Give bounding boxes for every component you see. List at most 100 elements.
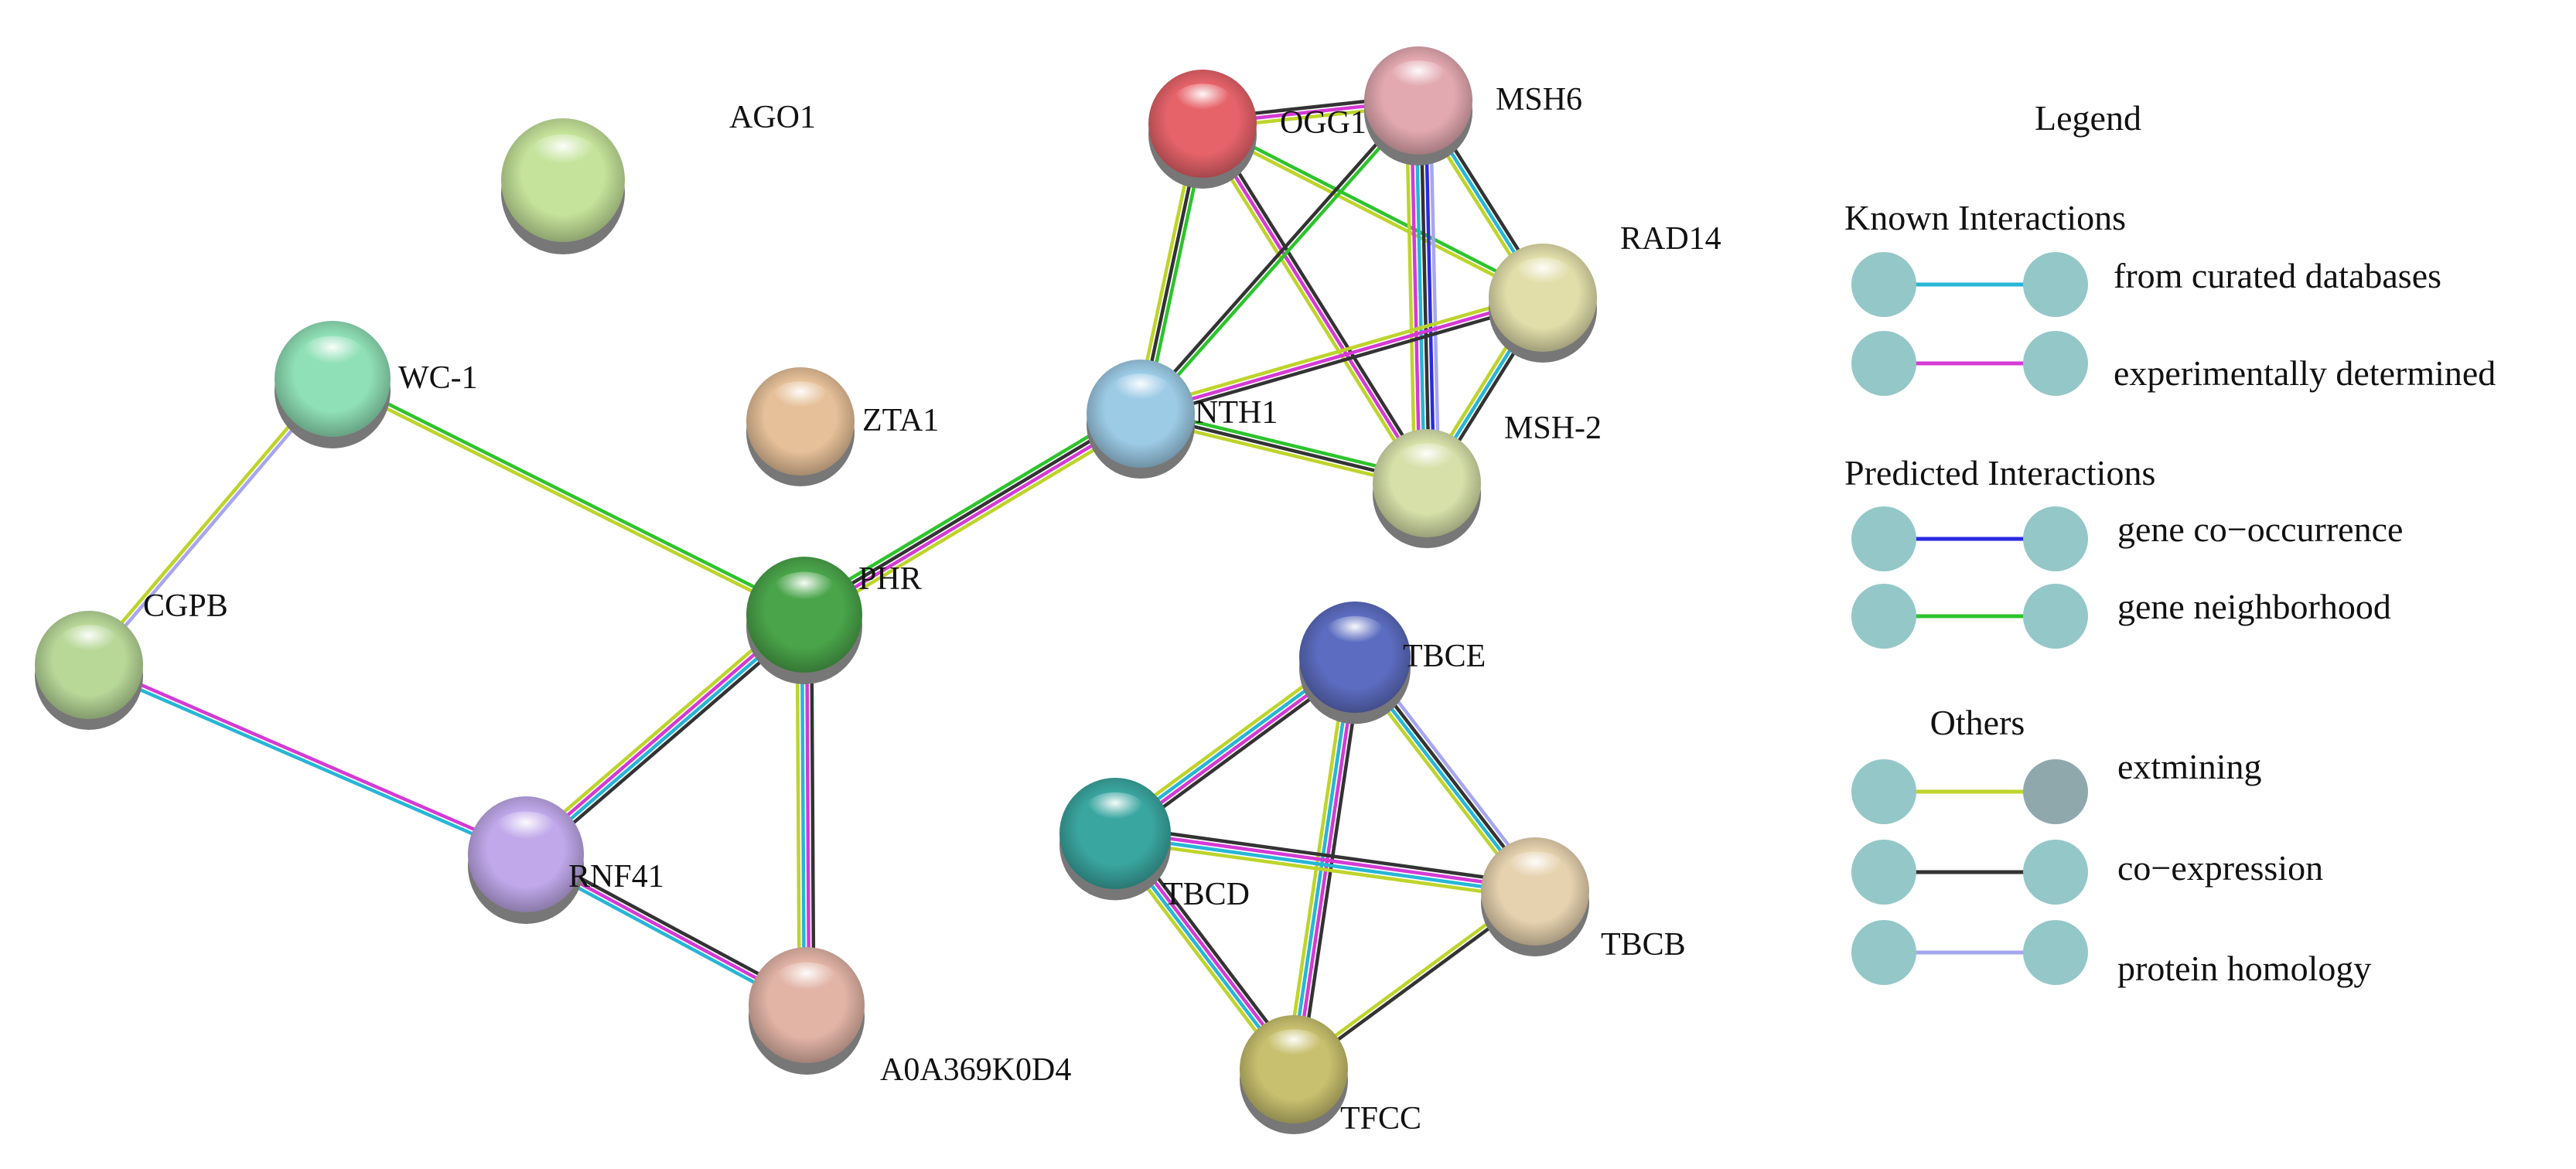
- node-tbce[interactable]: TBCE: [1299, 602, 1486, 724]
- legend-heading-predicted: Predicted Interactions: [1844, 453, 2155, 492]
- node-label: TBCE: [1403, 639, 1486, 674]
- edge-line-coexpression: [1115, 824, 1537, 887]
- node-highlight: [300, 336, 365, 373]
- edge-line-experimental: [89, 661, 528, 854]
- node-label: MSH6: [1496, 82, 1582, 118]
- edge-line-textmining: [1114, 838, 1535, 901]
- node-tbcb[interactable]: TBCB: [1481, 837, 1686, 963]
- legend-node-left: [1851, 506, 1916, 571]
- node-phr[interactable]: PHR: [746, 557, 922, 684]
- node-rnf41[interactable]: RNF41: [468, 796, 664, 924]
- node-label: TFCC: [1340, 1101, 1421, 1137]
- legend-label-homology: protein homology: [2117, 949, 2371, 988]
- edge-line-textmining: [1196, 125, 1424, 487]
- node-ogg1[interactable]: OGG1: [1148, 70, 1366, 189]
- edge-line-textmining: [1138, 291, 1542, 411]
- node-label: CGPB: [143, 588, 228, 624]
- legend-node-right: [2023, 506, 2088, 571]
- node-label: NTH1: [1195, 395, 1278, 431]
- edge-PHR-NTH1: [800, 406, 1145, 622]
- node-highlight: [772, 571, 837, 609]
- node-label: TBCD: [1163, 877, 1250, 912]
- edge-line-neighborhood: [1141, 101, 1422, 417]
- edge-line-experimental: [1115, 829, 1536, 891]
- legend-heading-known: Known Interactions: [1844, 198, 2126, 237]
- edge-line-experimental: [1140, 295, 1544, 416]
- node-label: OGG1: [1280, 105, 1366, 141]
- legend-item-cooccurrence: gene co−occurrence: [1851, 506, 2403, 571]
- edge-line-neighborhood: [800, 406, 1138, 610]
- node-label: TBCB: [1601, 927, 1686, 963]
- node-label: MSH-2: [1504, 411, 1602, 446]
- edge-CGPB-RNF41: [87, 661, 528, 858]
- edge-line-coexpression: [802, 410, 1141, 615]
- legend-node-right: [2023, 252, 2088, 317]
- node-highlight: [59, 625, 119, 659]
- edge-line-textmining: [330, 379, 804, 619]
- legend-node-left: [1851, 759, 1916, 824]
- node-rad14[interactable]: RAD14: [1489, 221, 1721, 363]
- node-zta1[interactable]: ZTA1: [746, 367, 939, 486]
- legend-label-cooccurrence: gene co−occurrence: [2117, 510, 2403, 549]
- legend-node-right: [2023, 920, 2088, 985]
- legend-label-coexpression: co−expression: [2117, 848, 2323, 888]
- node-label: RNF41: [568, 859, 664, 895]
- legend-label-curated: from curated databases: [2114, 256, 2441, 295]
- node-highlight: [1505, 851, 1565, 886]
- edge-OGG1-MSH-2: [1196, 120, 1433, 487]
- edge-line-experimental: [1201, 122, 1428, 485]
- node-a0a369k0d4[interactable]: A0A369K0D4: [749, 947, 1071, 1088]
- legend-node-left: [1851, 331, 1916, 396]
- edge-line-coexpression: [1141, 300, 1545, 421]
- legend-label-textmining: extmining: [2117, 747, 2262, 786]
- legend-label-experimental: experimentally determined: [2114, 353, 2496, 393]
- node-highlight: [1324, 615, 1386, 652]
- edge-line-curated: [1114, 833, 1535, 896]
- legend-item-homology: protein homology: [1851, 920, 2371, 988]
- edge-line-neighborhood: [333, 375, 807, 615]
- edge-line-coexpression: [1137, 97, 1418, 414]
- legend-node-right: [2023, 331, 2088, 396]
- edge-line-experimental: [804, 414, 1143, 619]
- legend-node-left: [1851, 252, 1916, 317]
- node-label: ZTA1: [862, 403, 939, 438]
- legend-node-left: [1851, 584, 1916, 649]
- node-highlight: [1513, 257, 1573, 292]
- legend-node-right: [2023, 840, 2088, 905]
- node-cgpb[interactable]: CGPB: [35, 588, 228, 730]
- node-label: AGO1: [729, 100, 816, 135]
- edge-line-textmining: [807, 418, 1145, 622]
- node-highlight: [1264, 1029, 1324, 1064]
- node-label: PHR: [858, 561, 922, 597]
- node-highlight: [1172, 84, 1233, 118]
- edge-line-coexpression: [1205, 120, 1433, 482]
- node-highlight: [493, 811, 558, 849]
- legend-item-textmining: extmining: [1851, 747, 2262, 824]
- node-highlight: [529, 134, 597, 174]
- node-tfcc[interactable]: TFCC: [1240, 1015, 1421, 1137]
- node-ago1[interactable]: AGO1: [501, 100, 816, 254]
- legend-item-experimental: experimentally determined: [1851, 331, 2496, 396]
- node-highlight: [774, 962, 839, 1000]
- node-label: WC-1: [398, 360, 478, 396]
- edge-WC-1-PHR: [330, 375, 807, 619]
- legend-label-neighborhood: gene neighborhood: [2117, 587, 2391, 626]
- legend-node-left: [1851, 920, 1916, 985]
- node-wc-1[interactable]: WC-1: [275, 321, 478, 448]
- edge-MSH6-NTH1: [1137, 97, 1422, 417]
- node-highlight: [1397, 443, 1457, 478]
- edge-line-neighborhood: [1203, 120, 1545, 298]
- node-highlight: [1084, 792, 1146, 828]
- node-msh6[interactable]: MSH6: [1364, 46, 1582, 165]
- legend-node-left: [1851, 840, 1916, 905]
- node-label: A0A369K0D4: [880, 1052, 1071, 1088]
- node-msh-2[interactable]: MSH-2: [1373, 411, 1602, 548]
- edge-RAD14-NTH1: [1138, 291, 1545, 421]
- node-highlight: [1388, 60, 1448, 95]
- node-tbcd[interactable]: TBCD: [1059, 778, 1250, 912]
- edge-line-homology: [1428, 100, 1441, 483]
- legend-node-right: [2023, 759, 2088, 824]
- node-nth1[interactable]: NTH1: [1087, 360, 1278, 479]
- legend-title: Legend: [2035, 98, 2141, 138]
